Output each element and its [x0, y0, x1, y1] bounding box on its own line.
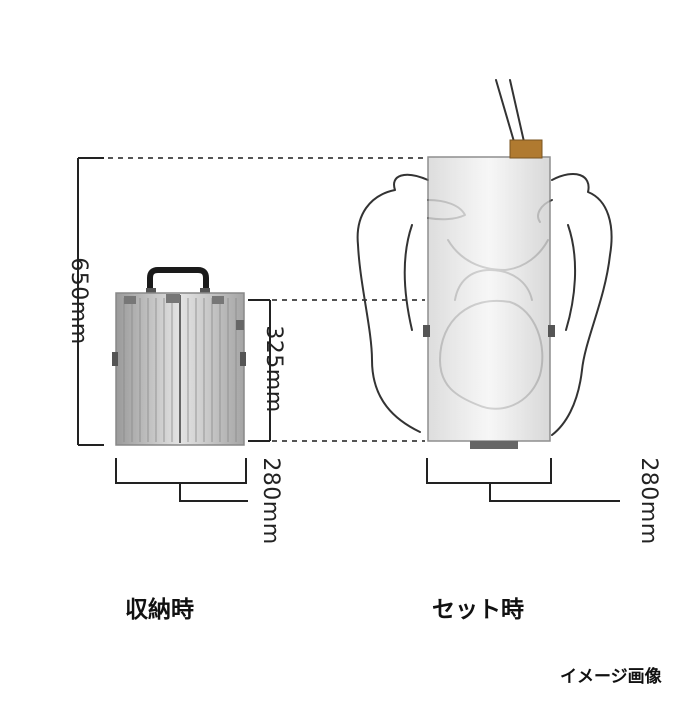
- stored-width-bracket: [115, 458, 248, 502]
- height-half-label: 325mm: [261, 325, 286, 413]
- stored-caption: 収納時: [125, 597, 194, 623]
- height-half-bracket: [248, 299, 271, 442]
- set-board: [423, 139, 555, 449]
- dashed-guide-lines: [108, 157, 425, 442]
- stored-width-label: 280mm: [258, 457, 283, 545]
- stored-case: [112, 267, 246, 446]
- height-total-bracket: [77, 157, 104, 446]
- strap-tab: [509, 139, 543, 159]
- image-note: イメージ画像: [560, 667, 662, 687]
- set-caption: セット時: [432, 597, 524, 623]
- set-width-label: 280mm: [636, 457, 661, 545]
- set-width-bracket: [426, 458, 620, 502]
- case-handle: [147, 267, 209, 293]
- board-body: [427, 156, 551, 442]
- board-handle: [470, 441, 518, 449]
- height-total-label: 650mm: [66, 257, 91, 345]
